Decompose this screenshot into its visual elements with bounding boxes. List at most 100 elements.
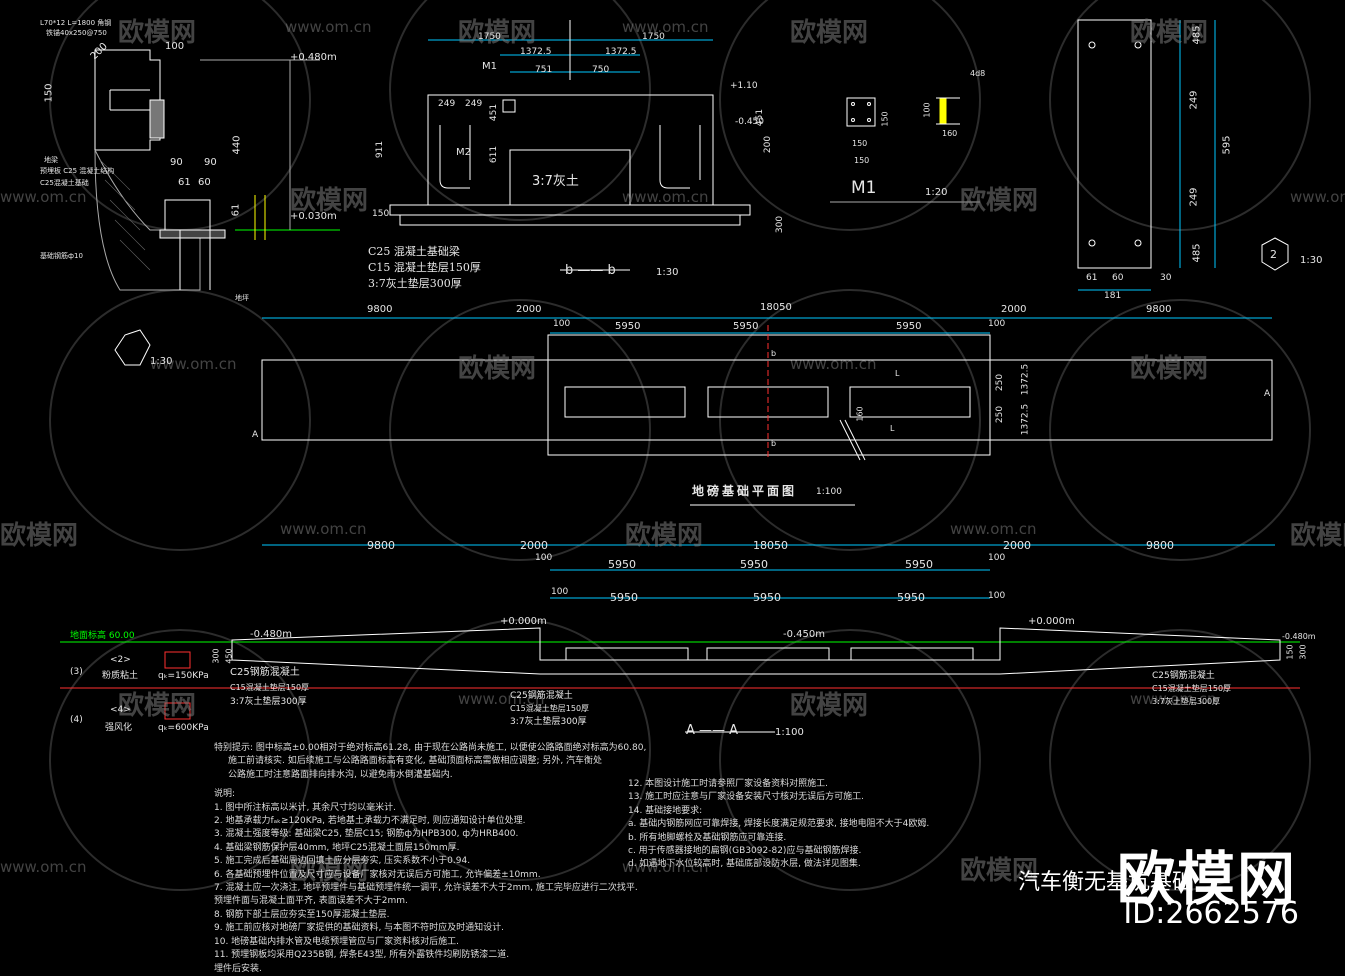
watermark-brand: 欧模网 [625,521,704,551]
note-line: 11. 预埋钢板均采用Q235B钢, 焊条E43型, 所有外露铁件均刷防锈漆二道… [214,950,510,961]
dim-label: 249 [1188,187,1200,207]
note-line: 2. 地基承载力fₐₖ≥120KPa, 若地基土承载力不满足时, 则应通知设计单… [214,816,526,827]
note-label: 铁锚40x250@750 [46,29,107,37]
note-line: 特别提示: 图中标高±0.00相对于绝对标高61.28, 由于现在公路尚未施工,… [214,743,647,753]
dim-label: 9800 [367,304,393,315]
layer-label: C15混凝土垫层150厚 [1152,684,1232,693]
dim-label: 485 [1191,243,1203,263]
note-label: 预埋板 C25 混凝土结构 [40,167,115,175]
elevation-label: +0.000m [500,616,547,627]
watermark-url: www.om.cn [622,188,709,206]
note-line: a. 基础内钢筋网应可靠焊接, 焊接长度满足规范要求, 接地电阻不大于4欧姆. [628,819,930,830]
watermark-brand: 欧模网 [790,18,869,48]
section-marker: b [771,349,777,358]
note-label: L70*12 L=1800 角钢 [40,19,112,27]
layer-label: C15混凝土垫层150厚 [510,704,590,713]
dim-label: 300 [211,648,221,664]
watermark-brand: 欧模网 [118,691,197,721]
note-line: 7. 混凝土应一次浇注, 地坪预埋件与基础预埋件统一调平, 允许误差不大于2mm… [214,883,638,894]
note-line: 8. 钢筋下部土层应夯实至150厚混凝土垫层. [214,909,390,920]
plan-title: 地磅基础平面图 [692,484,798,498]
dim-label: 5950 [610,591,638,604]
dim-label: 249 [465,99,483,109]
note-line: 1. 图中所注标高以米计, 其余尺寸均以毫米计. [214,802,397,813]
watermark-url: www.om.cn [950,520,1037,538]
dim-label: 300 [1298,644,1308,660]
watermark-brand: 欧模网 [290,856,369,886]
note-line: 施工前请核实. 如后续施工与公路路面标高有变化, 基础顶面标高需做相应调整; 另… [228,756,603,767]
dim-label: 61 [1086,273,1098,283]
soil-code: <4> [110,705,131,715]
watermark-url: www.om.cn [0,188,87,206]
dim-label: 2000 [520,539,548,552]
watermark-url: www.om.cn [0,858,87,876]
dim-label: 1750 [642,32,665,42]
dim-label: 150 [854,156,870,165]
watermark-brand: 欧模网 [1130,18,1209,48]
dim-label: 100 [553,319,571,329]
watermark-brand: 欧模网 [1290,521,1345,551]
watermark-brand: 欧模网 [960,856,1039,886]
dim-label: 30 [1160,273,1172,283]
soil-capacity: qₖ=600KPa [158,723,209,733]
section-marker: A [252,430,259,440]
watermark-brand: 欧模网 [458,354,537,384]
dim-label: 18050 [753,539,788,552]
section-marker: b [771,439,777,448]
note-label: C25混凝土基础 [40,179,89,187]
watermark-brand: 欧模网 [118,18,197,48]
marker-label: M1 [482,61,497,72]
soil-code: <2> [110,655,131,665]
dim-label: 611 [489,145,500,164]
dim-label: 250 [995,405,1006,424]
drawing-title: 汽车衡无基坑基础 [1018,870,1195,895]
notes-right: 12. 本图设计施工时请参照厂家设备资料对照施工. 13. 施工时应注意与厂家设… [628,778,929,872]
watermark-url: www.om.cn [458,690,545,708]
watermark-brand: 欧模网 [790,691,869,721]
callout-number: 2 [1270,248,1277,261]
watermark-url: www.om.cn [1290,188,1345,206]
note-line: 13. 施工时应注意与厂家设备安装尺寸核对无误后方可施工. [628,792,865,803]
layer-label: C25 混凝土基础梁 [368,245,460,258]
note-label: 地坪 [235,294,249,302]
dim-label: 1372.5 [1020,403,1031,436]
dim-label: 1372.5 [1020,363,1031,396]
dim-label: 61 [178,177,191,188]
dim-label: 150 [43,83,55,103]
soil-capacity: qₖ=150KPa [158,671,209,681]
watermark-url: www.om.cn [622,858,709,876]
watermark-brand: 欧模网 [290,186,369,216]
detail-left-hatch [99,159,151,271]
note-line: 4. 基础梁钢筋保护层40mm, 地坪C25混凝土面层150mm厚. [214,842,460,853]
elevation-label: +1.10 [730,81,758,91]
watermark-url: www.om.cn [790,355,877,373]
dim-label: 5950 [905,558,933,571]
section-scale: 1:30 [656,267,679,278]
elevation-label: -0.480m [1282,632,1316,641]
dim-label: 249 [1188,90,1200,110]
elevation-label: -0.450 [735,117,765,127]
note-label: 基础钢筋ф10 [40,252,83,260]
watermark-url: www.om.cn [622,18,709,36]
dim-label: 2000 [516,304,542,315]
detail-left [94,49,340,366]
m1-label: M1 [851,178,877,198]
soil-number: (4) [70,715,83,725]
dim-label: 9800 [367,539,395,552]
layer-label: 3:7灰土垫层300厚 [230,697,307,707]
dim-label: 100 [988,591,1006,601]
dim-label: 150 [880,111,890,127]
dim-label: 5950 [733,321,759,332]
dim-label: 61 [230,203,242,217]
layer-label: C15混凝土垫层150厚 [230,683,310,692]
section-title: A —— A [686,723,739,738]
dim-label: 300 [775,215,786,234]
note-line: d. 如遇地下水位较高时, 基础底部设防水层, 做法详见图集. [628,859,861,870]
dim-label: 249 [438,99,456,109]
dim-label: 751 [535,65,553,75]
plate-detail [1077,19,1289,291]
section-marker: A [1264,389,1271,399]
note-line: 5. 施工完成后基础周边回填土应分层夯实, 压实系数不小于0.94. [214,856,471,867]
dim-label: 1372.5 [520,47,552,57]
